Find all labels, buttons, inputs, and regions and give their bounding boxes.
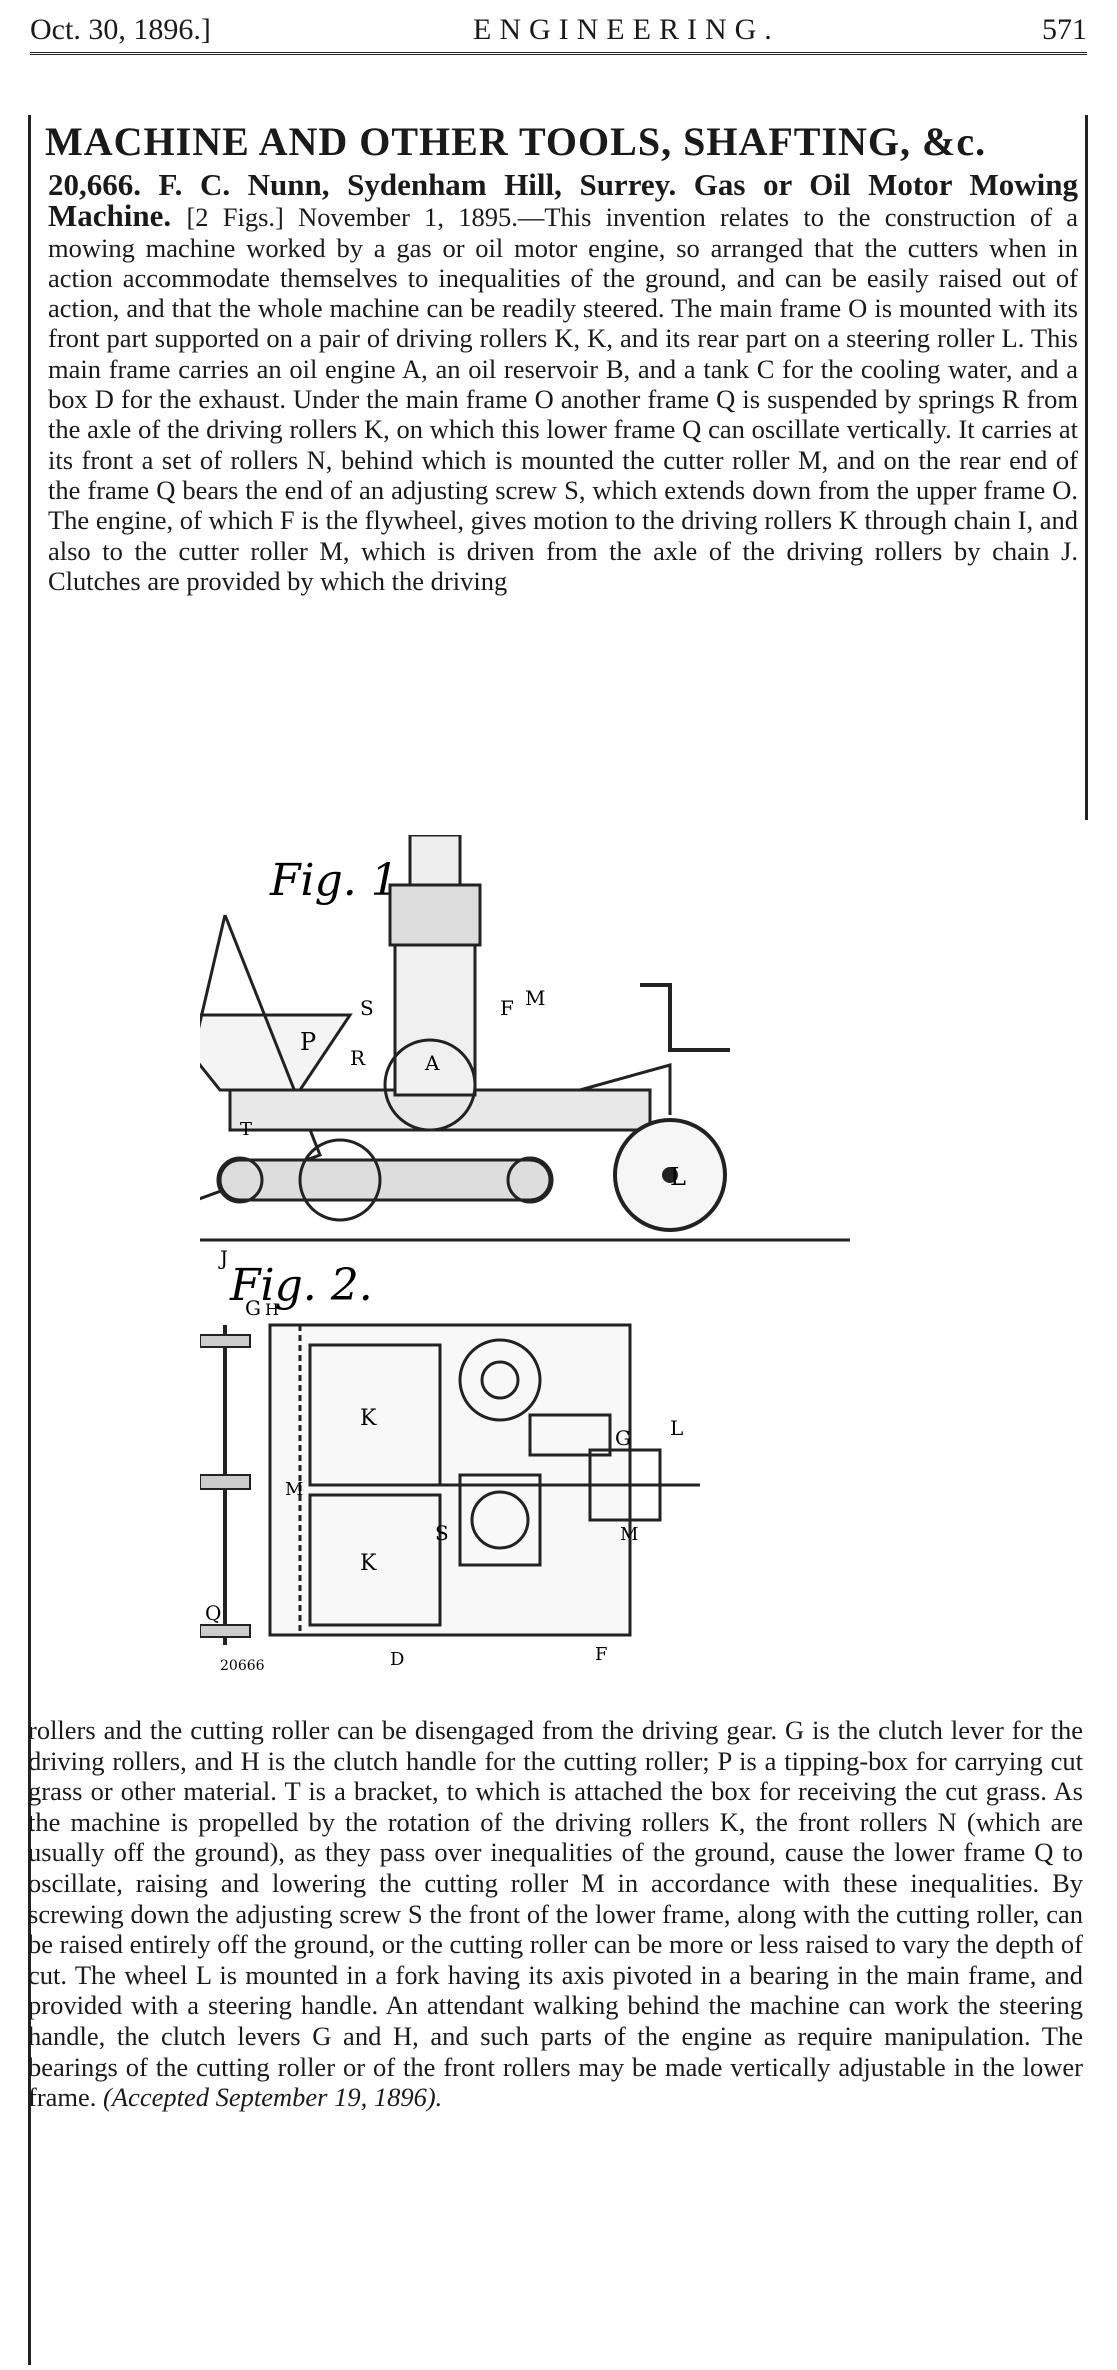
fig1-label-m: M xyxy=(525,986,545,1010)
patent-text-part1: —This invention relates to the construct… xyxy=(48,202,1078,596)
figure-count: [2 Figs.] xyxy=(186,202,299,233)
fig1-label-a: A xyxy=(424,1051,440,1075)
engraving-number: 20666 xyxy=(220,1658,265,1674)
fig2-title: Fig. 2. xyxy=(229,1260,373,1311)
fig2-label-g: G xyxy=(245,1296,261,1320)
patent-illustration: Fig. 1. P S F M R A L N T J xyxy=(152,833,920,1695)
fig2-label-m2: M xyxy=(620,1524,638,1545)
mowing-machine-drawing: Fig. 1. P S F M R A L N T J xyxy=(152,833,850,1674)
fig2-label-s: S xyxy=(435,1521,449,1545)
fig2-label-q: Q xyxy=(205,1601,221,1625)
fig2-label-l: L xyxy=(670,1416,683,1440)
fig1-label-t: T xyxy=(240,1119,252,1140)
fig2-label-k2: K xyxy=(360,1551,377,1576)
fig1-label-f: F xyxy=(500,996,514,1020)
fig2-label-m1: M xyxy=(285,1479,303,1500)
fig2-label-k1: K xyxy=(360,1406,377,1431)
fig2-label-g2: G xyxy=(615,1426,631,1450)
issue-date: Oct. 30, 1896.] xyxy=(30,13,211,46)
fig2-label-f: F xyxy=(595,1644,608,1665)
patent-date: November 1, 1895. xyxy=(298,202,518,233)
fig2-label-d: D xyxy=(390,1649,404,1670)
column-rule-right xyxy=(1085,115,1088,820)
column-rule-left xyxy=(28,115,31,2365)
patent-entry: 20,666. F. C. Nunn, Sydenham Hill, Surre… xyxy=(48,167,1078,596)
patent-text-part2: rollers and the cutting roller can be di… xyxy=(28,1715,1083,2113)
page-number: 571 xyxy=(1041,13,1087,46)
patent-text-continued: rollers and the cutting roller can be di… xyxy=(28,1715,1083,2113)
fig2-label-h: H xyxy=(265,1300,279,1319)
fig1-label-s: S xyxy=(360,996,374,1020)
section-heading: MACHINE AND OTHER TOOLS, SHAFTING, &c. xyxy=(45,119,987,164)
fig1-label-r: R xyxy=(350,1046,366,1070)
accepted-date: (Accepted September 19, 1896). xyxy=(103,2082,443,2113)
patent-heading: 20,666. F. C. Nunn, Sydenham Hill, Surre… xyxy=(48,167,1078,234)
page-header: Oct. 30, 1896.] ENGINEERING. 571 xyxy=(30,8,1087,55)
fig1-label-l: L xyxy=(670,1163,686,1191)
fig1-label-p: P xyxy=(300,1028,316,1056)
publication-title: ENGINEERING. xyxy=(473,13,780,46)
fig1-label-j: J xyxy=(218,1246,228,1270)
